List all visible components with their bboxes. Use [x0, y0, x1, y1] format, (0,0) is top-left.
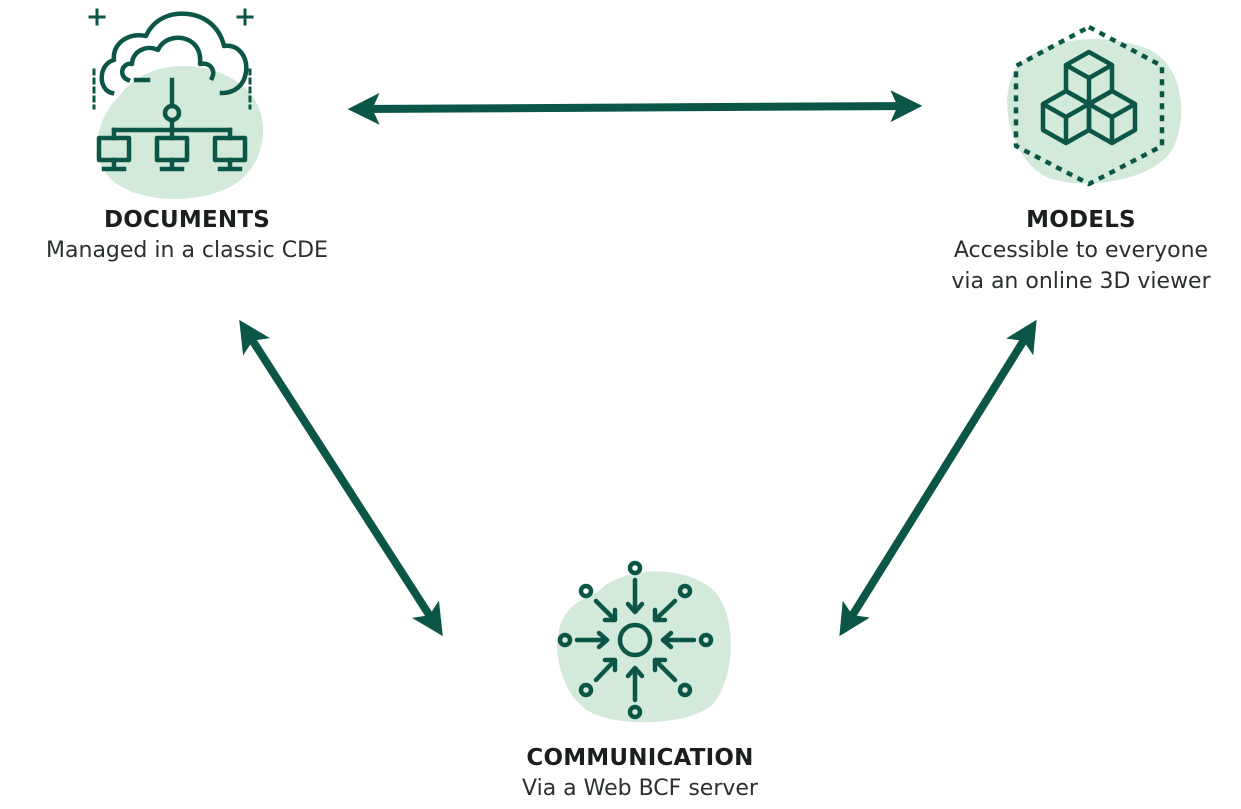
communication-subtitle: Via a Web BCF server [522, 776, 758, 801]
models-subtitle-line1: Accessible to everyone [953, 238, 1209, 263]
communication-title: COMMUNICATION [526, 745, 754, 771]
cloud-network-icon [88, 8, 254, 172]
models-subtitle-line2: via an online 3D viewer [951, 269, 1211, 294]
arrow-documents-models [347, 90, 923, 125]
models-icon-group [1007, 24, 1182, 187]
models-label: MODELS Accessible to everyone via an onl… [905, 205, 1241, 297]
documents-icon-group [88, 8, 264, 200]
cubes-hexagon-icon [1013, 24, 1165, 187]
models-blob [1007, 39, 1182, 184]
documents-blob [97, 65, 264, 200]
communication-label: COMMUNICATION Via a Web BCF server [460, 743, 820, 804]
arrow-documents-communication [239, 319, 443, 637]
arrow-models-communication [839, 319, 1037, 637]
documents-label: DOCUMENTS Managed in a classic CDE [0, 205, 374, 266]
convergence-hub-icon [557, 560, 714, 720]
documents-title: DOCUMENTS [103, 207, 271, 233]
hub-center [617, 622, 653, 658]
documents-subtitle: Managed in a classic CDE [46, 238, 328, 263]
communication-icon-group [557, 560, 731, 723]
models-title: MODELS [1026, 207, 1136, 233]
